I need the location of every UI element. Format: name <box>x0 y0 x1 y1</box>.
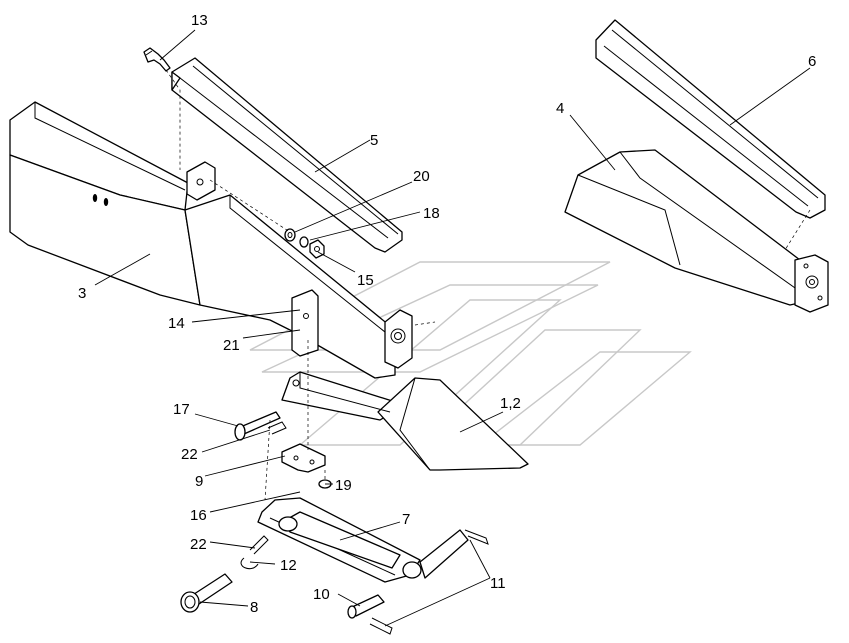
part-13-bolt <box>143 47 171 72</box>
callout-15: 15 <box>357 272 374 289</box>
callout-labels: 13 5 20 18 15 3 14 21 6 4 1,2 17 22 9 19… <box>78 12 816 616</box>
slot-hole <box>103 198 109 206</box>
part-22-cotter-lower <box>249 535 269 555</box>
callout-16: 16 <box>190 507 207 524</box>
callout-7: 7 <box>402 511 410 528</box>
callout-12: 12 <box>280 557 297 574</box>
callout-22-lower: 22 <box>190 536 207 553</box>
callout-19: 19 <box>335 477 352 494</box>
callout-1-2: 1,2 <box>500 395 521 412</box>
callout-10: 10 <box>313 586 330 603</box>
callout-6: 6 <box>808 53 816 70</box>
part-11-cotters <box>369 529 489 635</box>
part-5-cover-channel <box>171 57 403 253</box>
part-17-pin <box>234 411 281 441</box>
callout-8: 8 <box>250 599 258 616</box>
callout-22-upper: 22 <box>181 446 198 463</box>
part-22-cotter-upper <box>267 421 287 435</box>
part-8-pin <box>180 573 233 613</box>
callout-4: 4 <box>556 100 564 117</box>
slot-hole <box>92 194 98 202</box>
callout-9: 9 <box>195 473 203 490</box>
part-3-top-bracket <box>186 161 216 201</box>
callout-5: 5 <box>370 132 378 149</box>
part-20-washer <box>284 228 296 242</box>
part-12-clip-ring <box>240 557 259 570</box>
callout-11: 11 <box>490 575 506 592</box>
part-6-channel <box>595 19 826 219</box>
part-18-washer <box>299 236 309 248</box>
callout-18: 18 <box>423 205 440 222</box>
callout-13: 13 <box>191 12 208 29</box>
assembly-dash-lines <box>165 69 811 501</box>
callout-20: 20 <box>413 168 430 185</box>
callout-17: 17 <box>173 401 190 418</box>
leader-lines <box>94 29 811 627</box>
part-4-side-panel <box>564 149 829 313</box>
part-3-side-panel <box>9 101 396 379</box>
part-3-rear-plate <box>384 309 413 369</box>
part-9-bracket <box>281 443 326 473</box>
part-14-plate <box>291 289 319 357</box>
part-1-2-divider-point <box>281 371 529 471</box>
callout-21: 21 <box>223 337 240 354</box>
part-10-pin <box>347 594 385 619</box>
callout-14: 14 <box>168 315 185 332</box>
callout-3: 3 <box>78 285 86 302</box>
part-15-nut <box>309 239 325 259</box>
